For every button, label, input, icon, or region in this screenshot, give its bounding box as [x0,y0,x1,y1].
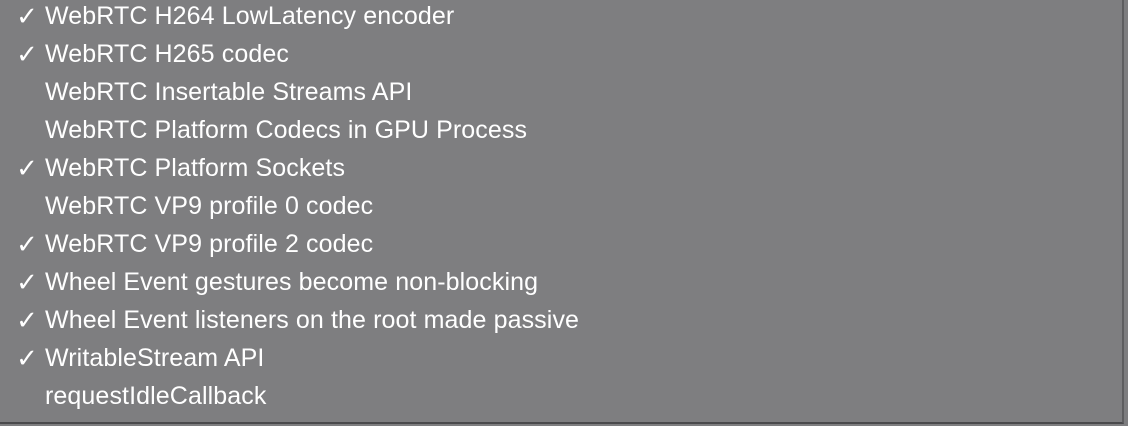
checkmark-icon [13,73,41,111]
checkmark-icon: ✓ [16,267,38,297]
menu-item-label: Wheel Event listeners on the root made p… [45,306,580,334]
checkmark-icon: ✓ [16,305,38,335]
menu-item-label: WebRTC VP9 profile 2 codec [45,230,374,258]
menu-item-wheel-event-listeners-root-passive[interactable]: ✓ Wheel Event listeners on the root made… [0,301,1120,339]
checkmark-icon: ✓ [16,229,38,259]
menu-item-wheel-event-gestures-non-blocking[interactable]: ✓ Wheel Event gestures become non-blocki… [0,263,1120,301]
checkmark-icon [13,377,41,415]
checkmark-icon [13,187,41,225]
menu-item-label: WebRTC Platform Sockets [45,154,346,182]
menu-item-label: WebRTC H264 LowLatency encoder [45,2,455,30]
menu-item-label: WritableStream API [45,344,265,372]
menu-item-webrtc-platform-codecs-in-gpu-process[interactable]: WebRTC Platform Codecs in GPU Process [0,111,1120,149]
menu-item-label: requestIdleCallback [45,382,267,410]
menu-item-webrtc-platform-sockets[interactable]: ✓ WebRTC Platform Sockets [0,149,1120,187]
menu-item-label: WebRTC VP9 profile 0 codec [45,192,374,220]
menu-item-label: WebRTC H265 codec [45,40,289,68]
checkmark-icon: ✓ [16,39,38,69]
menu-item-writablestream-api[interactable]: ✓ WritableStream API [0,339,1120,377]
menu-item-webrtc-vp9-profile-0-codec[interactable]: WebRTC VP9 profile 0 codec [0,187,1120,225]
menu-item-label: WebRTC Insertable Streams API [45,78,413,106]
checkmark-icon: ✓ [16,1,38,31]
menu-item-label: WebRTC Platform Codecs in GPU Process [45,116,528,144]
menu-item-requestidlecallback[interactable]: requestIdleCallback [0,377,1120,415]
menu-item-webrtc-vp9-profile-2-codec[interactable]: ✓ WebRTC VP9 profile 2 codec [0,225,1120,263]
checkmark-icon: ✓ [16,153,38,183]
menu-item-label: Wheel Event gestures become non-blocking [45,268,539,296]
menu-item-webrtc-insertable-streams-api[interactable]: WebRTC Insertable Streams API [0,73,1120,111]
checkmark-icon: ✓ [16,343,38,373]
menu-item-webrtc-h265-codec[interactable]: ✓ WebRTC H265 codec [0,35,1120,73]
checkmark-icon [13,111,41,149]
menu-item-webrtc-h264-lowlatency-encoder[interactable]: ✓ WebRTC H264 LowLatency encoder [0,0,1120,35]
